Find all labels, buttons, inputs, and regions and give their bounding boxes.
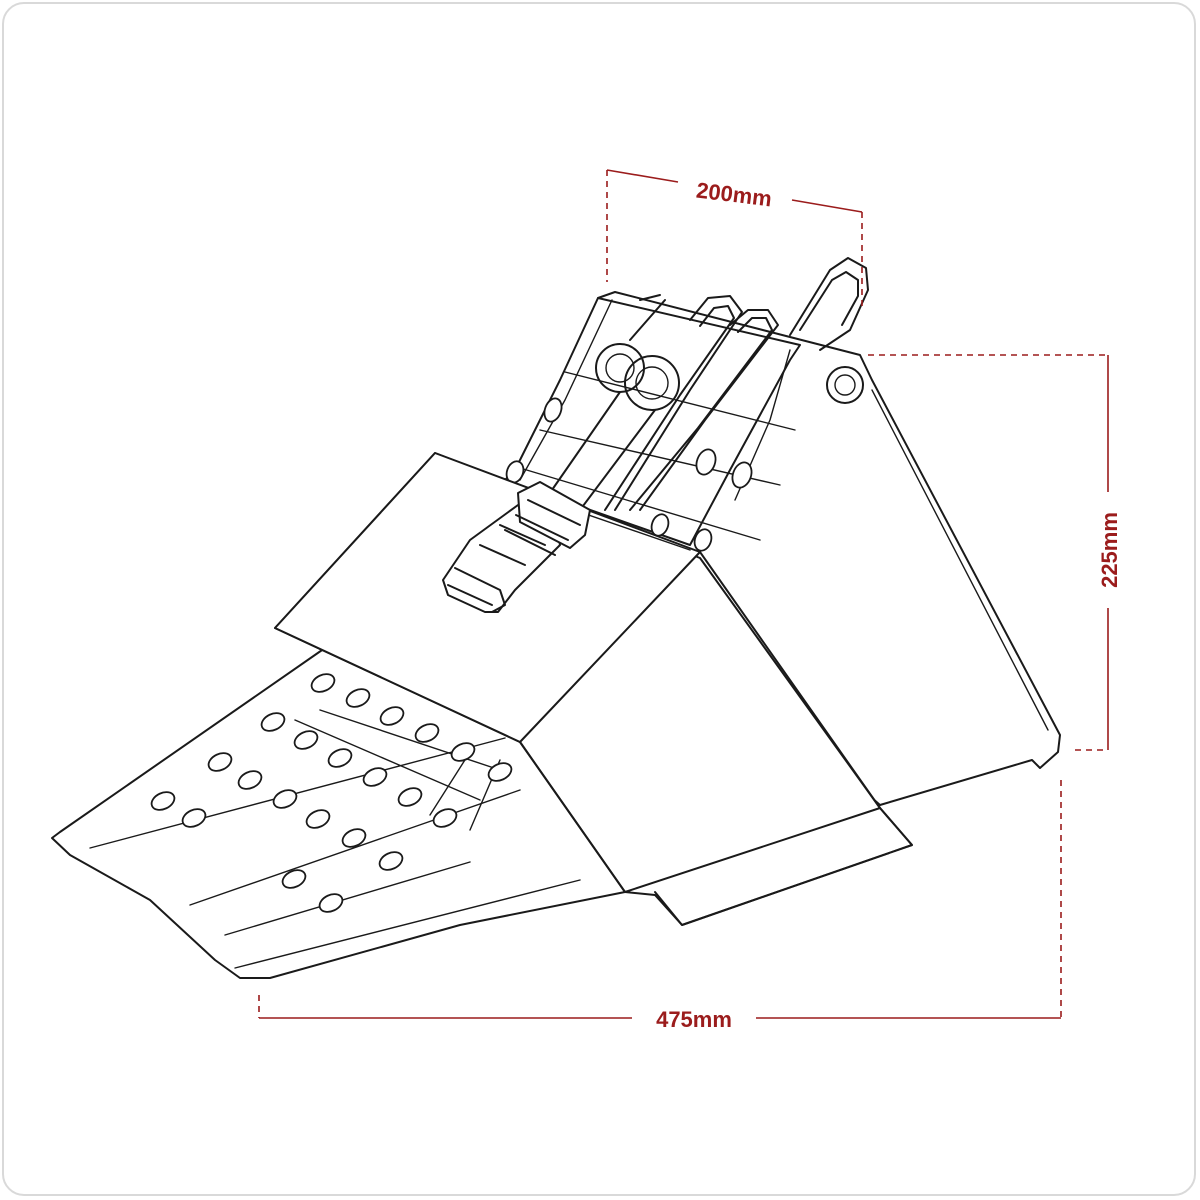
hole-icon [318,893,344,913]
hole-icon [432,808,458,828]
hole-icon [260,712,286,732]
hole-icon [293,730,319,750]
hole-icon [487,762,513,782]
hole-icon [310,673,336,693]
padlock-buckle [442,481,591,613]
hole-icon [272,789,298,809]
dimension-height: 225mm [868,354,1122,751]
wire-handle [544,257,869,511]
dimension-length-label: 475mm [656,1007,732,1032]
hole-icon [341,828,367,848]
front-ramp [51,647,701,979]
hole-icon [397,787,423,807]
hole-icon [207,752,233,772]
hole-icon [345,688,371,708]
dimension-height-label: 225mm [1097,512,1122,588]
hole-icon [378,851,404,871]
hole-icon [237,770,263,790]
hole-icon [281,869,307,889]
hole-icon [731,461,753,489]
hole-icon [693,528,713,552]
hole-icon [543,397,563,423]
hole-icon [150,791,176,811]
dimension-length: 475mm [258,780,1062,1032]
hole-icon [695,448,717,476]
hole-icon [362,767,388,787]
hinge-loop [826,366,864,404]
hole-icon [450,742,476,762]
rear-ribbed-plate [504,297,801,552]
hole-icon [379,706,405,726]
hole-icon [305,809,331,829]
hole-icon [181,808,207,828]
hole-icon [414,723,440,743]
dimension-width: 200mm [606,169,863,310]
dimension-width-label: 200mm [695,177,773,211]
ramp-holes [150,673,513,913]
hole-icon [327,748,353,768]
